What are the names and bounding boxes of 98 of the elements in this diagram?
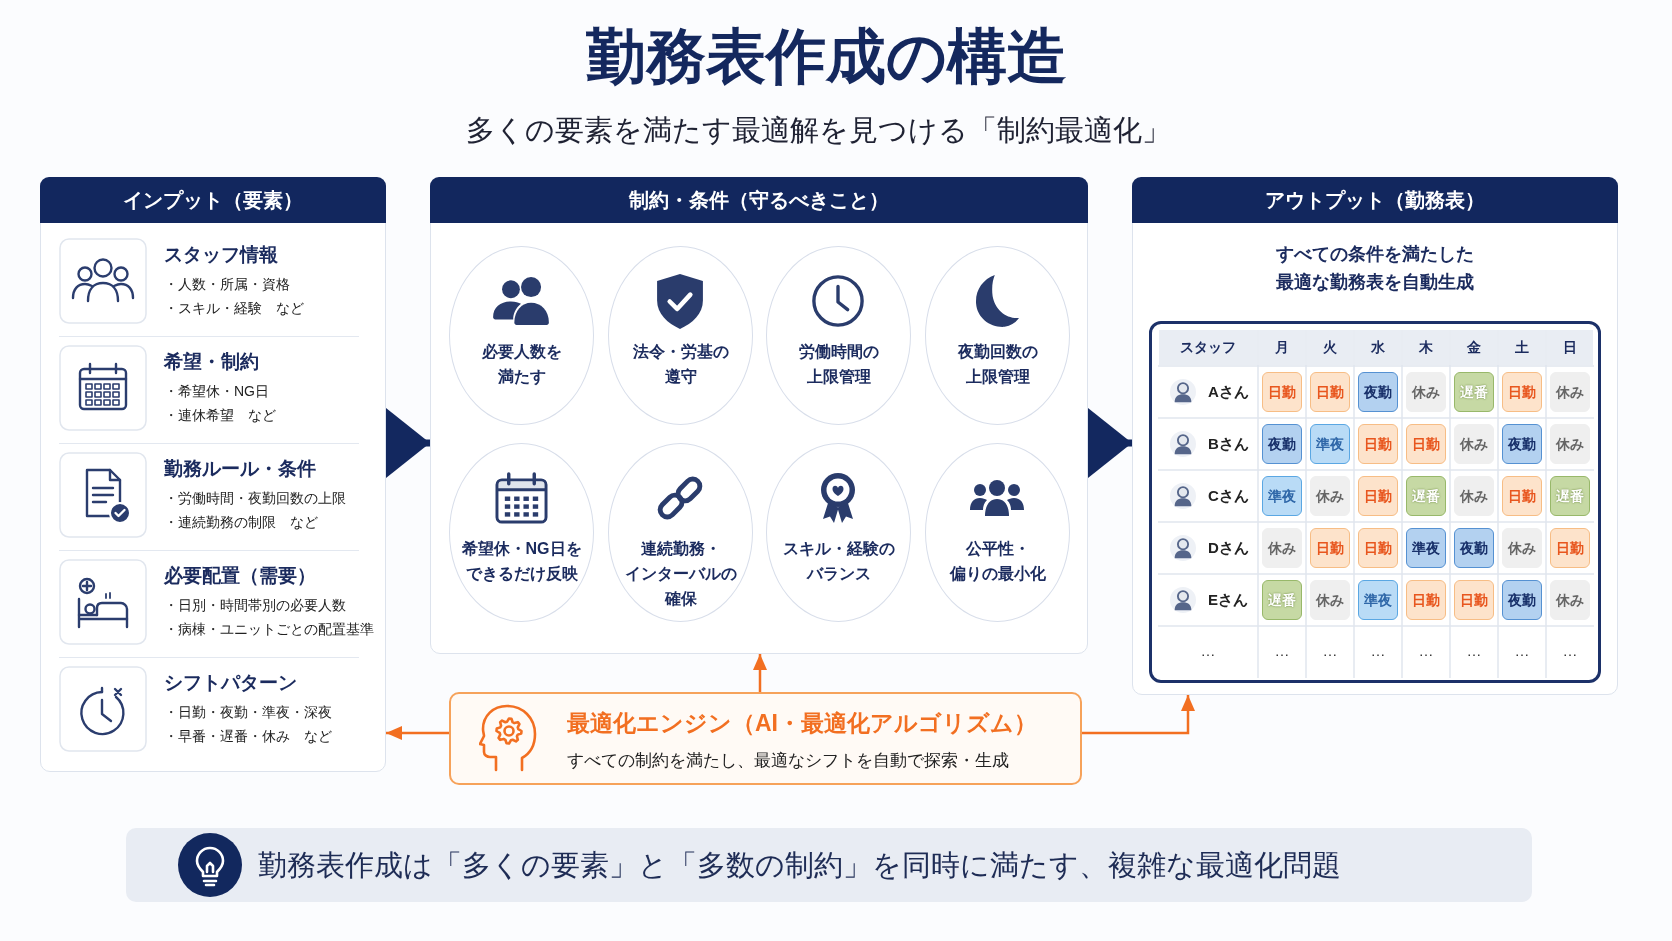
shift-chip: 休み [1310,580,1350,620]
constraint-text: 夜勤回数の上限管理 [956,342,1039,387]
bullet-text: ・日勤・夜勤・準夜・深夜 [164,703,332,722]
shift-chip: 準夜 [1310,424,1350,464]
staff-name: Bさん [1208,434,1249,454]
shift-chip: 休み [1454,476,1494,516]
constraint-text: 公平性・偏りの最小化 [948,539,1047,584]
shift-chip: 遅番 [1406,476,1446,516]
bullet-text: ・日別・時間帯別の必要人数 [164,596,346,615]
shift-chip: 日勤 [1358,424,1398,464]
panel-header: アウトプット（勤務表） [1132,177,1618,223]
shift-chip: 日勤 [1502,476,1542,516]
shift-chip: 日勤 [1550,528,1590,568]
ellipsis: … [1274,641,1290,661]
engine-title: 最適化エンジン（AI・最適化アルゴリズム） [567,709,1037,738]
chevron-arrow [1088,408,1132,478]
item-heading: 希望・制約 [164,350,259,374]
shift-chip: 休み [1454,424,1494,464]
shift-chip: 休み [1550,580,1590,620]
constraint-text: 法令・労基の遵守 [631,342,730,387]
constraint-text: 希望休・NG日をできるだけ反映 [460,539,583,584]
panel [1132,177,1618,695]
engine-description: すべての制約を満たし、最適なシフトを自動で探索・生成 [567,750,1009,772]
ellipsis: … [1562,641,1578,661]
panel-subtitle: すべての条件を満たした最適な勤務表を自動生成 [1275,243,1475,294]
header-cell: 火 [1307,330,1353,365]
panel [430,177,1088,654]
subtitle: 多くの要素を満たす最適解を見つける「制約最適化」 [465,113,1171,148]
staff-name: Aさん [1208,382,1249,402]
shift-chip: 夜勤 [1358,372,1398,412]
ellipsis: … [1418,641,1434,661]
shift-chip: 日勤 [1358,528,1398,568]
bullet-text: ・早番・遅番・休み など [164,727,332,746]
shift-chip: 日勤 [1262,372,1302,412]
constraint-text: スキル・経験のバランス [781,539,896,584]
shift-chip: 日勤 [1406,580,1446,620]
shift-chip: 休み [1550,424,1590,464]
header-cell: 木 [1403,330,1449,365]
header-cell: 土 [1499,330,1545,365]
shift-chip: 夜勤 [1502,424,1542,464]
bullet-text: ・連続勤務の制限 など [164,513,318,532]
shift-chip: 遅番 [1550,476,1590,516]
shift-chip: 休み [1310,476,1350,516]
constraint-text: 労働時間の上限管理 [797,342,880,387]
ellipsis: … [1370,641,1386,661]
shift-chip: 日勤 [1310,528,1350,568]
header-cell: 日 [1547,330,1593,365]
panel [40,177,386,772]
shift-chip: 遅番 [1262,580,1302,620]
bullet-text: ・連休希望 など [164,406,276,425]
shift-chip: 準夜 [1262,476,1302,516]
staff-name: Eさん [1208,590,1248,610]
engine-box [449,692,1082,785]
ellipsis: … [1514,641,1530,661]
shift-chip: 休み [1262,528,1302,568]
shift-chip: 休み [1406,372,1446,412]
item-heading: 必要配置（需要） [164,564,316,588]
item-heading: スタッフ情報 [164,243,278,267]
staff-name: Dさん [1208,538,1249,558]
header-cell: 水 [1355,330,1401,365]
shift-chip: 日勤 [1310,372,1350,412]
bullet-text: ・希望休・NG日 [164,382,269,401]
arrow [1082,695,1195,735]
shift-chip: 準夜 [1406,528,1446,568]
shift-chip: 日勤 [1502,372,1542,412]
shift-chip: 準夜 [1358,580,1398,620]
title: 勤務表作成の構造 [585,22,1067,92]
item-heading: シフトパターン [164,671,297,695]
chevron-arrow [386,408,430,478]
shift-chip: 日勤 [1358,476,1398,516]
summary-bar [126,828,1532,902]
bullet-text: ・労働時間・夜勤回数の上限 [164,489,346,508]
ellipsis: … [1200,641,1216,661]
shift-chip: 休み [1550,372,1590,412]
bullet-text: ・人数・所属・資格 [164,275,290,294]
arrow [753,654,767,692]
shift-chip: 休み [1502,528,1542,568]
panel-header: 制約・条件（守るべきこと） [430,177,1088,223]
item-heading: 勤務ルール・条件 [164,457,316,481]
staff-name: Cさん [1208,486,1249,506]
header-cell: スタッフ [1159,330,1257,365]
constraint-text: 必要人数を満たす [480,342,563,387]
shift-chip: 遅番 [1454,372,1494,412]
summary-text: 勤務表作成は「多くの要素」と「多数の制約」を同時に満たす、複雑な最適化問題 [258,848,1341,883]
shift-chip: 日勤 [1454,580,1494,620]
header-cell: 金 [1451,330,1497,365]
shift-chip: 夜勤 [1454,528,1494,568]
panel-header: インプット（要素） [40,177,386,223]
bullet-text: ・病棟・ユニットごとの配置基準 [164,620,374,639]
constraint-text: 連続勤務・インターバルの確保 [623,539,738,609]
arrow [386,726,449,740]
bullet-text: ・スキル・経験 など [164,299,304,318]
shift-chip: 夜勤 [1262,424,1302,464]
shift-chip: 夜勤 [1502,580,1542,620]
shift-chip: 日勤 [1406,424,1446,464]
ellipsis: … [1322,641,1338,661]
header-cell: 月 [1259,330,1305,365]
ellipsis: … [1466,641,1482,661]
